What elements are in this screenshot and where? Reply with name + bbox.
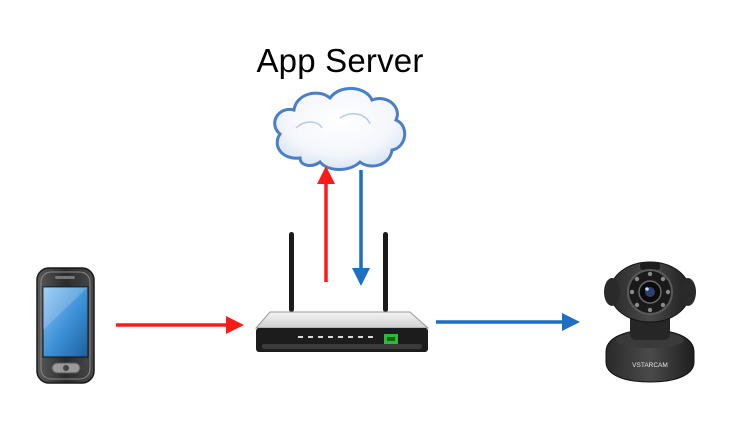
cloud-icon xyxy=(273,87,407,171)
arrow-phone-to-router xyxy=(116,316,244,334)
arrow-router-to-server xyxy=(317,166,335,282)
arrow-router-to-camera xyxy=(436,313,580,331)
camera-brand-text: VSTARCAM xyxy=(632,362,668,369)
smartphone-icon xyxy=(36,267,95,384)
arrow-server-to-router xyxy=(352,170,370,286)
ip-camera-icon: VSTARCAM xyxy=(604,261,696,383)
wifi-router-icon xyxy=(254,232,430,352)
app-server-label: App Server xyxy=(256,42,424,79)
